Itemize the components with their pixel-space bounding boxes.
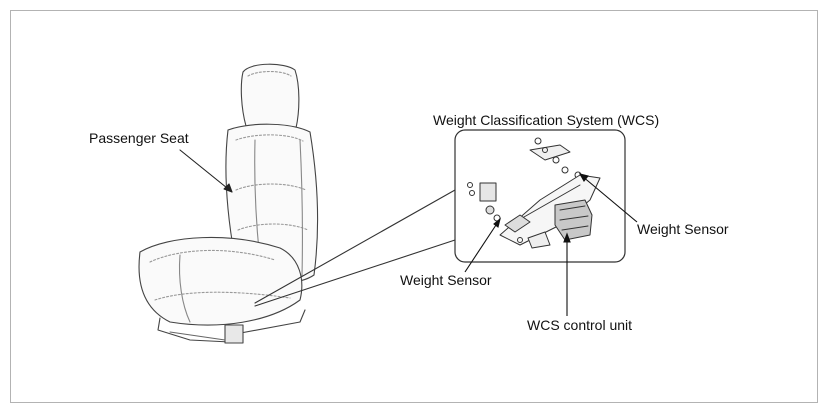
label-passenger-seat: Passenger Seat: [89, 130, 189, 146]
zoom-line-upper: [254, 189, 456, 304]
label-wcs-control-unit: WCS control unit: [527, 317, 633, 333]
leader-passenger-seat: [179, 149, 233, 193]
seat-cushion: [138, 236, 303, 326]
arrow-weight-sensor-right: [578, 173, 589, 182]
label-weight-sensor-left: Weight Sensor: [400, 272, 492, 288]
zoom-line-lower: [254, 239, 456, 307]
leader-weight-sensor-left: [464, 221, 499, 273]
arrow-wcs-control-unit: [563, 232, 571, 243]
label-wcs-title: Weight Classification System (WCS): [433, 112, 660, 128]
leaders: [464, 173, 638, 316]
arrow-weight-sensor-left: [493, 217, 501, 228]
leader-weight-sensor-right: [581, 175, 638, 223]
seat-frame: [157, 309, 306, 344]
diagram-frame: [10, 10, 818, 403]
wcs-assembly: [467, 137, 601, 249]
label-weight-sensor-right: Weight Sensor: [637, 221, 729, 237]
arrow-passenger-seat: [223, 183, 233, 193]
